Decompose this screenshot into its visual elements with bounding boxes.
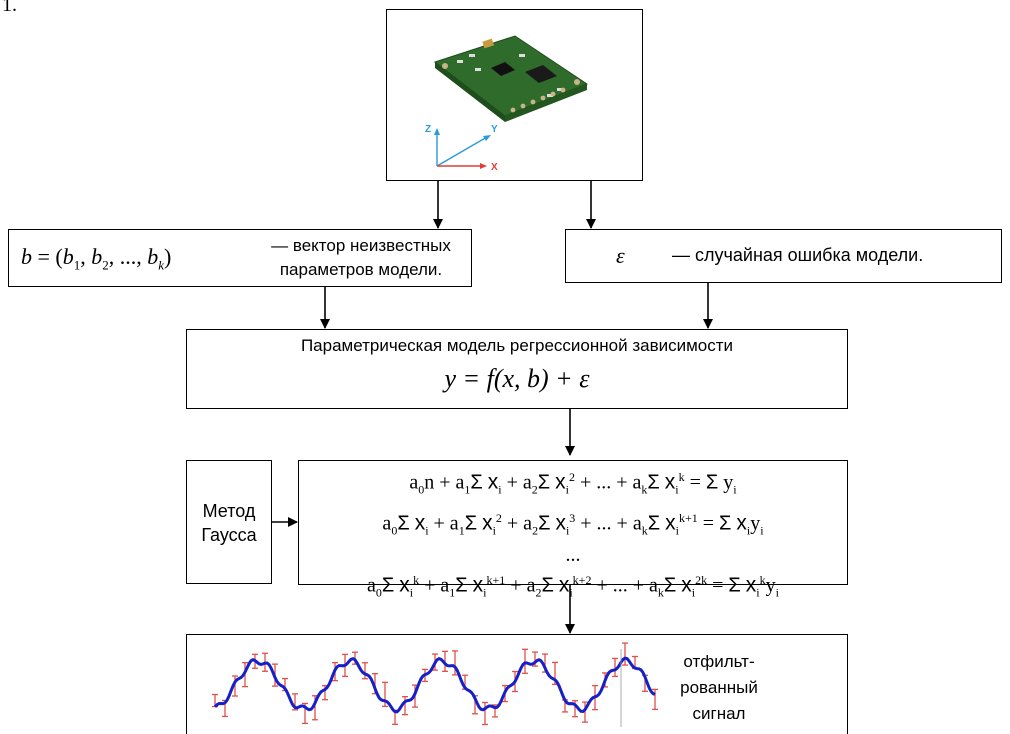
parametric-model-box: Параметрическая модель регрессионной зав…	[186, 329, 848, 409]
noise-bar	[612, 657, 618, 678]
axis-z-label: Z	[425, 124, 431, 135]
gauss-method-box: Метод Гаусса	[186, 460, 272, 584]
parameters-vector-caption: — вектор неизвестных параметров модели.	[271, 236, 451, 279]
accelerometer-board-image: Z Y X	[425, 35, 589, 173]
noise-bar	[452, 650, 458, 676]
axis-y-label: Y	[491, 124, 498, 135]
axes-icon	[434, 128, 491, 169]
sensor-image-box: Z Y X	[386, 9, 643, 181]
random-error-box: ε — случайная ошибка модели.	[565, 229, 1002, 283]
equation-row-k: a0Σ xik + a1Σ xik+1 + a2Σ xik+2 + ... + …	[367, 573, 779, 600]
noise-bar	[482, 701, 488, 726]
random-error-caption: — случайная ошибка модели.	[672, 245, 924, 265]
parameters-vector-box: b = (b1, b2, ..., bk) — вектор неизвестн…	[8, 229, 472, 287]
noise-bar	[522, 648, 528, 674]
noise-bar	[582, 701, 588, 723]
noise-bar	[652, 688, 658, 711]
epsilon-symbol: ε	[616, 243, 625, 268]
filtered-signal-box: отфильт- рованный сигнал	[186, 634, 848, 734]
noise-bar	[442, 650, 448, 672]
model-title: Параметрическая модель регрессионной зав…	[300, 336, 734, 355]
figure-number: 1.	[2, 0, 17, 16]
noise-bar	[362, 662, 368, 680]
model-formula: y = f(x, b) + ε	[444, 364, 590, 393]
filtered-signal-label: отфильт- рованный сигнал	[680, 652, 758, 723]
parameters-vector-formula: b = (b1, b2, ..., bk)	[21, 244, 172, 273]
normal-equations-box: a0n + a1Σ xi + a2Σ xi2 + ... + akΣ xik =…	[298, 460, 848, 600]
noise-bar	[622, 642, 628, 666]
gauss-method-label: Метод Гаусса	[201, 501, 257, 545]
filtered-signal-plot	[212, 642, 658, 727]
filtered-signal-line	[213, 656, 656, 714]
noise-bar	[402, 696, 408, 716]
axis-x-label: X	[491, 162, 498, 173]
equation-row-1: a0n + a1Σ xi + a2Σ xi2 + ... + akΣ xik =…	[409, 470, 737, 497]
noise-bar	[232, 675, 238, 697]
equation-ellipsis: ...	[565, 544, 581, 567]
equation-row-2: a0Σ xi + a1Σ xi2 + a2Σ xi3 + ... + akΣ x…	[382, 510, 764, 538]
